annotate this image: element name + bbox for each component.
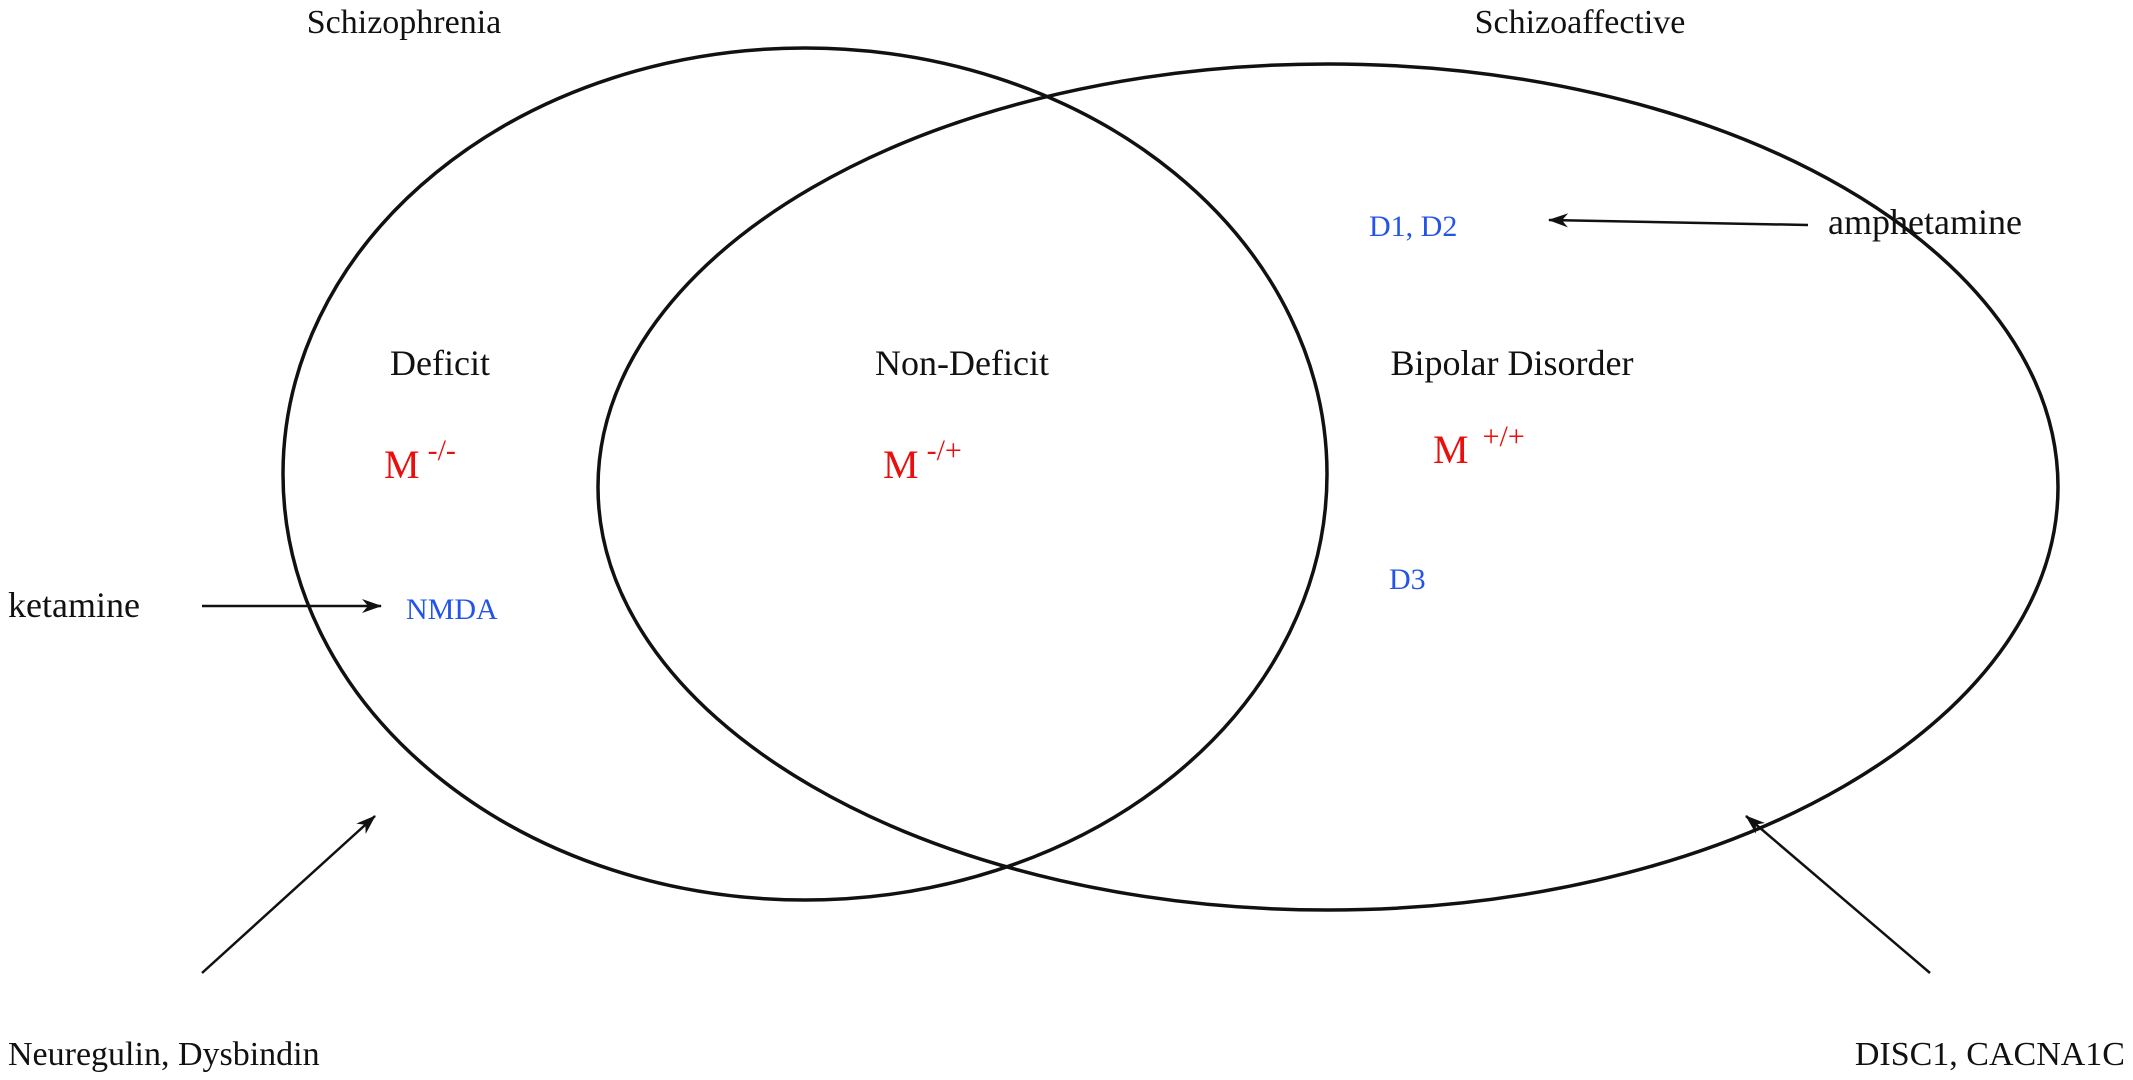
schizoaffective-ellipse xyxy=(596,62,2060,912)
receptor-d1-d2: D1, D2 xyxy=(1369,210,1457,243)
receptor-d3: D3 xyxy=(1389,563,1426,596)
genotype-bipolar-sup: +/+ xyxy=(1483,420,1525,453)
genes-left-arrow xyxy=(201,815,376,974)
genes-disc1-cacna1c: DISC1, CACNA1C xyxy=(1855,1036,2125,1073)
genotype-deficit: M -/- xyxy=(384,434,456,487)
region-deficit: Deficit xyxy=(390,343,490,383)
heading-schizoaffective: Schizoaffective xyxy=(1475,4,1686,41)
heading-schizophrenia: Schizophrenia xyxy=(307,4,502,41)
genotype-deficit-sup: -/- xyxy=(428,434,456,467)
genotype-non-deficit-sup: -/+ xyxy=(927,434,962,467)
genotype-deficit-base: M xyxy=(384,442,420,487)
drug-ketamine: ketamine xyxy=(8,585,140,625)
genotype-bipolar: M +/+ xyxy=(1433,420,1525,472)
genotype-non-deficit-base: M xyxy=(883,442,919,487)
genotype-non-deficit: M-/+ xyxy=(883,434,962,487)
receptor-nmda: NMDA xyxy=(406,593,498,626)
genes-neuregulin-dysbindin: Neuregulin, Dysbindin xyxy=(8,1036,320,1073)
region-non-deficit: Non-Deficit xyxy=(875,343,1049,383)
drug-amphetamine: amphetamine xyxy=(1828,202,2022,242)
genotype-bipolar-base: M xyxy=(1433,427,1469,472)
genes-right-arrow xyxy=(1745,815,1931,974)
amphetamine-arrow xyxy=(1548,213,1809,228)
schizophrenia-ellipse xyxy=(281,46,1329,902)
region-bipolar-disorder: Bipolar Disorder xyxy=(1391,343,1634,383)
